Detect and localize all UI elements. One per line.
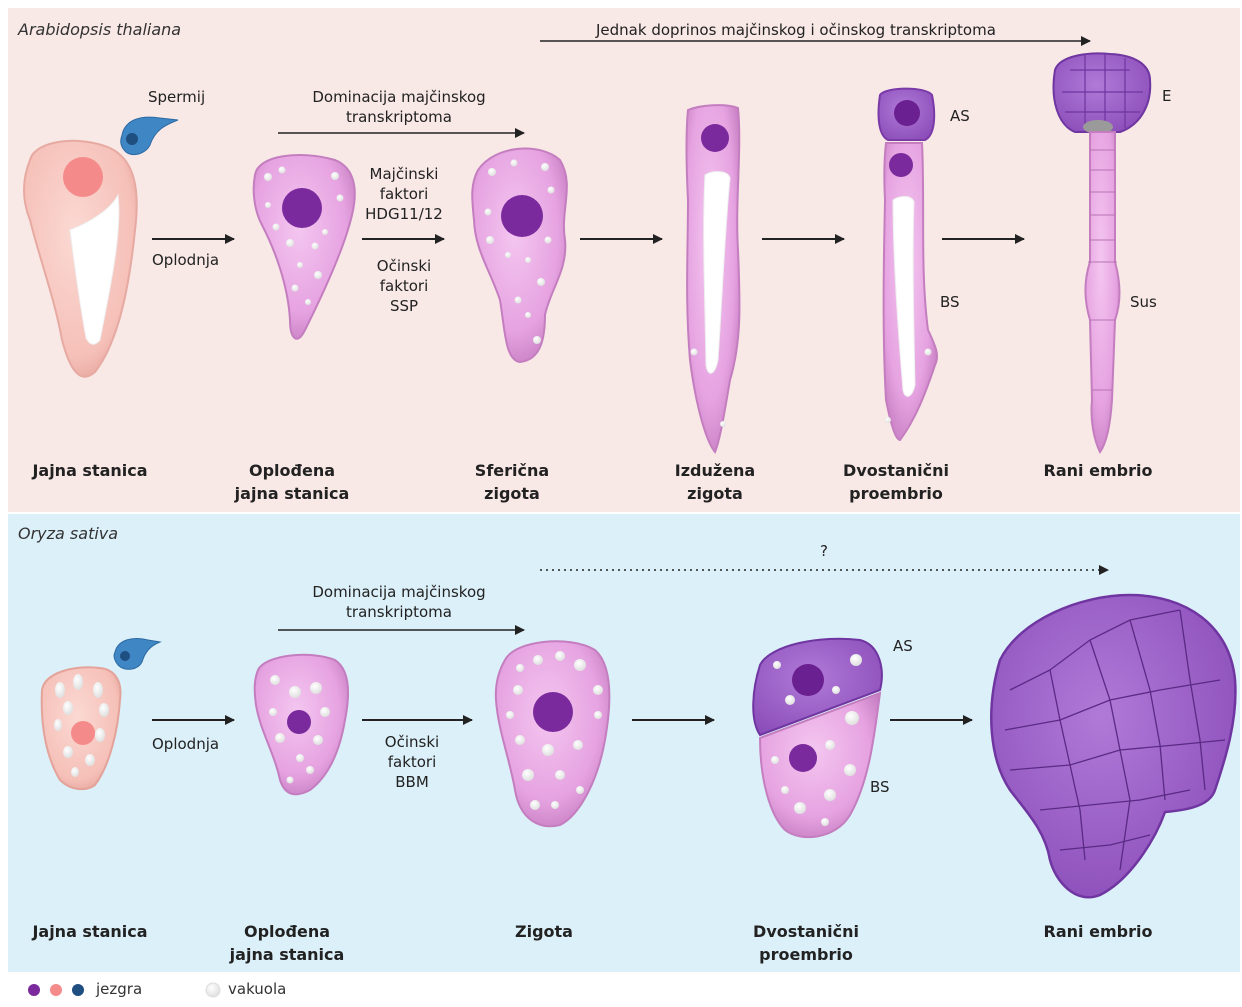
stage-label-zygote-bottom: Zigota <box>464 920 624 943</box>
stage-label-fertilized-top: Oplođena jajna stanica <box>212 459 372 505</box>
maternal-dominance-line1: Dominacija majčinskog <box>280 87 518 107</box>
nucleus-purple <box>533 692 573 732</box>
fertilization-label-bottom: Oplodnja <box>152 734 219 754</box>
spherical-zygote-top <box>472 149 567 362</box>
two-cell-proembryo-top <box>879 89 938 440</box>
paternal-factors-label-bottom: Očinski faktori BBM <box>360 732 464 792</box>
stage-line1: Sferična <box>432 459 592 482</box>
basal-cell-tag-top: BS <box>940 293 960 311</box>
elongated-zygote-top <box>687 105 740 452</box>
stage-line1: Izdužena <box>635 459 795 482</box>
stage-line1: Jajna stanica <box>10 459 170 482</box>
paternal-factors-line2: faktori <box>360 752 464 772</box>
fertilized-egg-bottom <box>255 655 348 795</box>
stage-line2: zigota <box>635 482 795 505</box>
apical-cell-tag-bottom: AS <box>893 637 913 655</box>
suspensor-tag: Sus <box>1130 293 1157 311</box>
nucleus-purple <box>792 664 824 696</box>
nucleus-pink-legend-icon <box>50 984 62 996</box>
paternal-factors-line2: faktori <box>352 276 456 296</box>
nucleus-blue-legend-icon <box>72 984 84 996</box>
stage-label-egg-bottom: Jajna stanica <box>10 920 170 943</box>
stage-line1: Oplođena <box>207 920 367 943</box>
stage-line1: Rani embrio <box>1018 920 1178 943</box>
paternal-factors-label-top: Očinski faktori SSP <box>352 256 456 316</box>
stage-line2: zigota <box>432 482 592 505</box>
paternal-factors-line3: SSP <box>352 296 456 316</box>
sperm-cell-top <box>121 117 178 154</box>
vacuole-legend-icon <box>206 983 220 997</box>
egg-cell-bottom <box>42 667 121 789</box>
nucleus-purple <box>789 744 817 772</box>
stage-label-egg-top: Jajna stanica <box>10 459 170 482</box>
stage-line2: jajna stanica <box>207 943 367 966</box>
legend-nucleus-label: jezgra <box>96 980 142 998</box>
egg-cell-top <box>24 141 137 377</box>
early-embryo-bottom <box>991 595 1235 897</box>
stage-label-embryo-bottom: Rani embrio <box>1018 920 1178 943</box>
maternal-dominance-line1: Dominacija majčinskog <box>280 582 518 602</box>
paternal-factors-line1: Očinski <box>360 732 464 752</box>
maternal-dominance-label-bottom: Dominacija majčinskog transkriptoma <box>280 582 518 622</box>
maternal-dominance-label-top: Dominacija majčinskog transkriptoma <box>280 87 518 127</box>
maternal-dominance-line2: transkriptoma <box>280 107 518 127</box>
two-cell-proembryo-bottom <box>753 639 882 837</box>
stage-line2: proembrio <box>726 943 886 966</box>
fertilized-egg-top <box>254 155 355 339</box>
species-title-bottom: Oryza sativa <box>18 524 118 543</box>
stage-line1: Jajna stanica <box>10 920 170 943</box>
stage-line2: jajna stanica <box>212 482 372 505</box>
maternal-factors-line2: faktori <box>352 184 456 204</box>
stage-label-embryo-top: Rani embrio <box>1018 459 1178 482</box>
nucleus-purple <box>889 153 913 177</box>
paternal-factors-line3: BBM <box>360 772 464 792</box>
stage-line1: Rani embrio <box>1018 459 1178 482</box>
sperm-label: Spermij <box>148 87 205 107</box>
nucleus-purple <box>701 124 729 152</box>
paternal-factors-line1: Očinski <box>352 256 456 276</box>
sperm-cell-bottom <box>114 639 160 670</box>
fertilization-label-top: Oplodnja <box>152 250 219 270</box>
stage-label-fertilized-bottom: Oplođena jajna stanica <box>207 920 367 966</box>
nucleus-purple <box>894 100 920 126</box>
nucleus-purple <box>501 195 543 237</box>
apical-cell-tag-top: AS <box>950 107 970 125</box>
early-embryo-top <box>1054 53 1151 452</box>
species-title-top: Arabidopsis thaliana <box>18 20 181 39</box>
stage-line1: Oplođena <box>212 459 372 482</box>
maternal-dominance-line2: transkriptoma <box>280 602 518 622</box>
stage-label-proembryo-top: Dvostanični proembrio <box>816 459 976 505</box>
stage-line1: Dvostanični <box>726 920 886 943</box>
stage-line1: Dvostanični <box>816 459 976 482</box>
embryo-proper-tag: E <box>1162 87 1171 105</box>
stage-label-proembryo-bottom: Dvostanični proembrio <box>726 920 886 966</box>
maternal-factors-label: Majčinski faktori HDG11/12 <box>352 164 456 224</box>
stage-label-elongated-top: Izdužena zigota <box>635 459 795 505</box>
nucleus-purple <box>287 710 311 734</box>
stage-line1: Zigota <box>464 920 624 943</box>
equal-contribution-label: Jednak doprinos majčinskog i očinskog tr… <box>596 20 996 40</box>
nucleus-purple-legend-icon <box>28 984 40 996</box>
nucleus-pink <box>71 721 95 745</box>
nucleus-pink <box>63 157 103 197</box>
maternal-factors-line3: HDG11/12 <box>352 204 456 224</box>
zygote-bottom <box>496 641 610 826</box>
stage-line2: proembrio <box>816 482 976 505</box>
basal-cell-tag-bottom: BS <box>870 778 890 796</box>
stage-label-spherical-top: Sferična zigota <box>432 459 592 505</box>
unknown-label: ? <box>820 541 828 561</box>
nucleus-purple <box>282 188 322 228</box>
legend-vacuole-label: vakuola <box>228 980 286 998</box>
maternal-factors-line1: Majčinski <box>352 164 456 184</box>
